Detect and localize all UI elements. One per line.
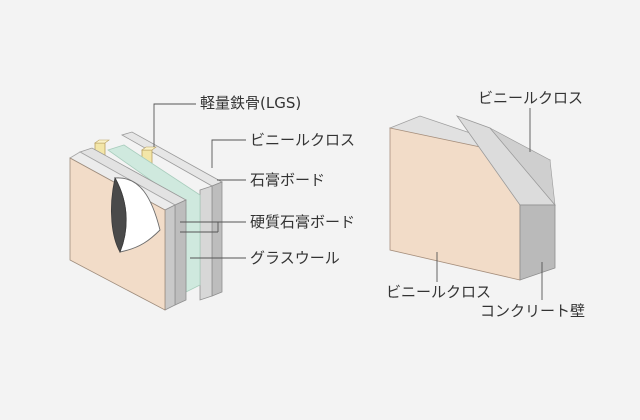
label-vinyl-cloth-top: ビニールクロス — [478, 89, 584, 107]
right-leader-lines — [436, 108, 543, 300]
rear-vinyl-cloth — [199, 185, 213, 301]
label-concrete-wall: コンクリート壁 — [480, 302, 586, 320]
concrete-side-face — [519, 204, 556, 281]
front-panel-side — [164, 204, 176, 311]
rear-board-side — [211, 181, 223, 297]
label-gypsum-board: 石膏ボード — [250, 171, 326, 189]
label-lgs: 軽量鉄骨(LGS) — [200, 94, 302, 112]
concrete-back-face — [489, 127, 556, 206]
label-vinyl-cloth: ビニールクロス — [250, 131, 356, 149]
label-glass-wool: グラスウール — [250, 249, 340, 267]
leader-lgs — [153, 103, 196, 147]
concrete-wall-block — [388, 115, 556, 281]
lgs-partition-wall — [69, 131, 223, 311]
leader-vinyl-cloth — [211, 139, 246, 168]
label-hard-gypsum-board: 硬質石膏ボード — [250, 213, 356, 231]
peeled-wallpaper-shadow — [111, 176, 127, 253]
label-vinyl-cloth-bottom: ビニールクロス — [386, 283, 492, 301]
hard-gypsum-board-side — [174, 199, 187, 306]
left-leader-lines — [153, 103, 246, 259]
